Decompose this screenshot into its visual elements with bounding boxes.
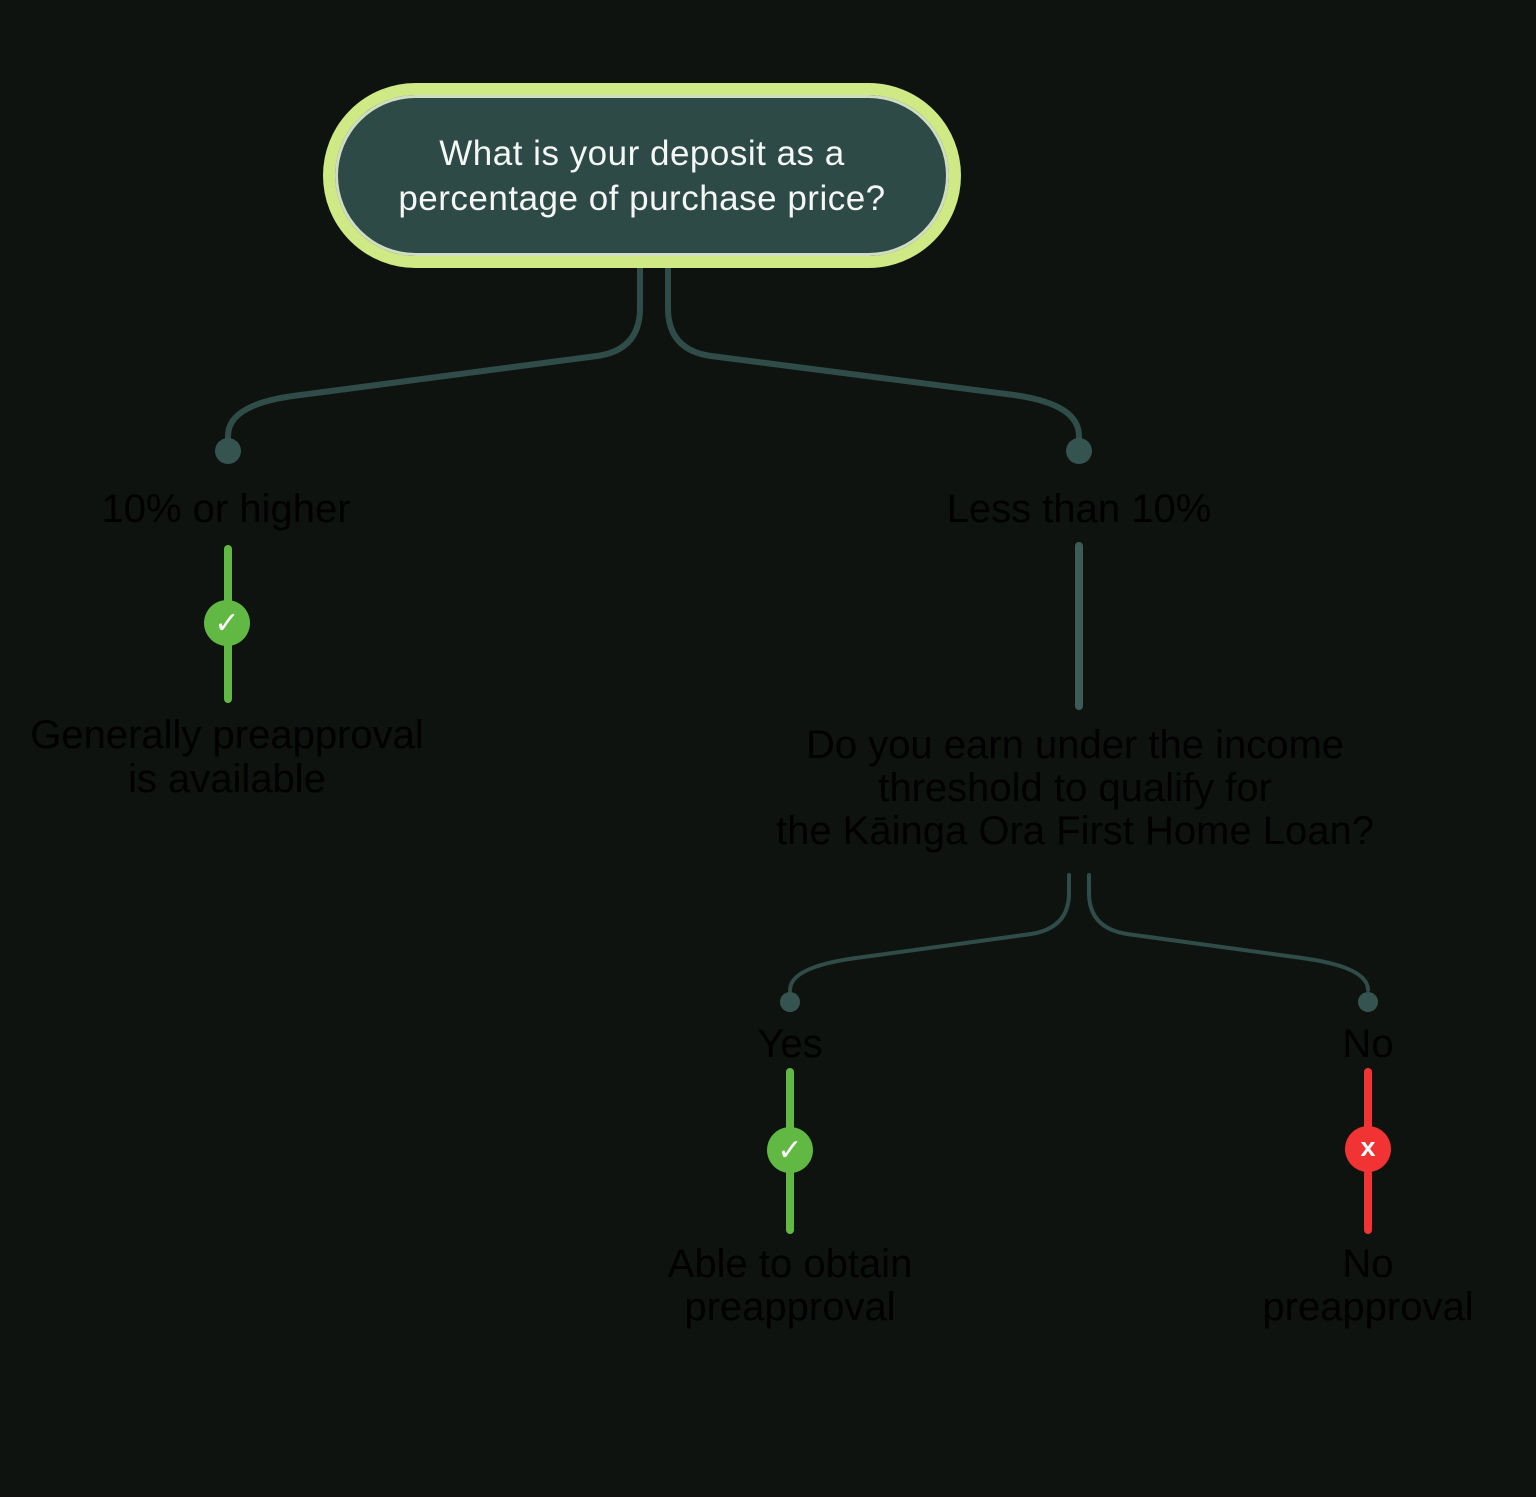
node-dot-left	[215, 438, 241, 464]
branch-label-less-than-10-percent: Less than 10%	[946, 487, 1212, 531]
result-no-preapproval: No preapproval	[1262, 1243, 1473, 1329]
root-question-line-1: What is your deposit as a	[439, 133, 845, 173]
question-income-threshold: Do you earn under the income threshold t…	[776, 724, 1374, 853]
node-dot-yes	[780, 992, 800, 1012]
result-line: No	[1342, 1242, 1394, 1286]
branch-label-no: No	[1342, 1022, 1394, 1066]
result-line: Generally preapproval	[30, 713, 424, 757]
question-line: threshold to qualify for	[878, 766, 1272, 810]
node-dot-right	[1066, 438, 1092, 464]
connector-root-to-right	[665, 265, 1082, 441]
check-glyph: ✓	[777, 1133, 803, 1167]
result-line: is available	[128, 757, 326, 801]
result-line: preapproval	[684, 1285, 896, 1329]
result-able-to-obtain-preapproval: Able to obtain preapproval	[668, 1243, 913, 1329]
result-line: preapproval	[1262, 1285, 1474, 1329]
result-line: Able to obtain	[667, 1242, 913, 1286]
branch-label-10-percent-or-higher: 10% or higher	[101, 487, 351, 531]
connector-root-to-left	[225, 265, 643, 441]
check-icon: ✓	[767, 1127, 813, 1173]
node-dot-no	[1358, 992, 1378, 1012]
check-glyph: ✓	[214, 606, 240, 640]
x-icon: x	[1345, 1126, 1391, 1172]
question-line: Do you earn under the income	[805, 723, 1345, 767]
root-question-line-2: percentage of purchase price?	[398, 178, 886, 218]
question-line: the Kāinga Ora First Home Loan?	[775, 809, 1375, 853]
check-icon: ✓	[204, 600, 250, 646]
root-question-box: What is your deposit as a percentage of …	[323, 83, 961, 268]
x-glyph: x	[1360, 1132, 1376, 1162]
result-generally-preapproval: Generally preapproval is available	[30, 713, 424, 801]
branch-label-yes: Yes	[757, 1022, 823, 1066]
connector-q2-to-no	[1087, 873, 1370, 992]
connector-q2-to-yes	[788, 873, 1071, 993]
